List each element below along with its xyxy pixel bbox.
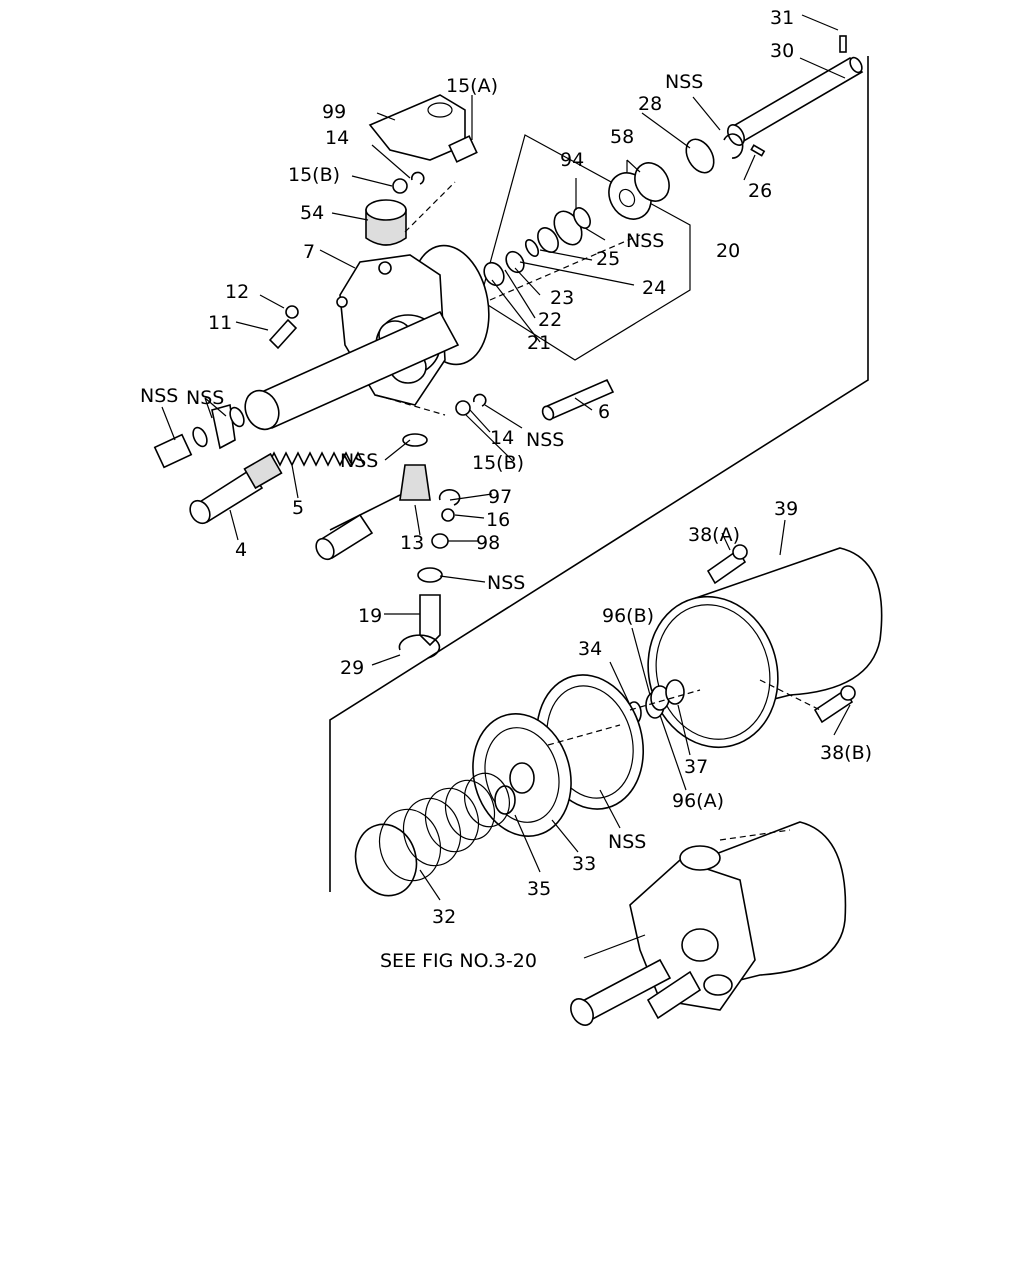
part-15a-nut (448, 135, 478, 163)
label-5: 5 (292, 497, 304, 519)
label-54: 54 (300, 202, 324, 224)
cylinder-left (244, 310, 460, 431)
nss-washer (229, 406, 245, 428)
label-6: 6 (598, 401, 610, 423)
part-58-piston (608, 162, 670, 220)
hidden-line-5 (759, 679, 821, 711)
label-nss-lever: NSS (487, 572, 525, 594)
label-11: 11 (208, 312, 232, 334)
part-39-housing (647, 547, 883, 749)
part-97-clip (438, 489, 461, 506)
label-15a: 15(A) (446, 75, 498, 97)
part-19-lever (417, 567, 443, 647)
label-29: 29 (340, 657, 364, 679)
label-38b: 38(B) (820, 742, 872, 764)
valve-section-outline (329, 56, 869, 892)
part-4-rod (189, 452, 283, 525)
label-16: 16 (486, 509, 510, 531)
label-nss-valve: NSS (626, 230, 664, 252)
label-20: 20 (716, 240, 740, 262)
part-54-cap (365, 199, 407, 246)
label-30: 30 (770, 40, 794, 62)
part-16-pin (441, 508, 455, 522)
label-15b-lower: 15(B) (472, 452, 524, 474)
label-7: 7 (303, 241, 315, 263)
bracket-hole (427, 102, 453, 118)
label-34: 34 (578, 638, 602, 660)
part-30-shaft (727, 35, 864, 146)
nss-clip (723, 133, 744, 159)
part-32-spring (354, 772, 510, 897)
part-15b-nut-lower (455, 400, 471, 416)
part-14-washer-upper (411, 171, 425, 185)
part-13-handle (315, 433, 431, 561)
part-21-washer (483, 261, 505, 287)
part-29-snap-ring (398, 634, 441, 659)
label-31: 31 (770, 7, 794, 29)
label-96a: 96(A) (672, 790, 724, 812)
part-5-spring (267, 451, 365, 467)
label-14-lower: 14 (490, 427, 514, 449)
part-38a-bolt (706, 544, 748, 585)
label-98: 98 (476, 532, 500, 554)
reference-assembly (570, 821, 847, 1026)
label-nss-top-right: NSS (665, 71, 703, 93)
label-21: 21 (527, 332, 551, 354)
label-39: 39 (774, 498, 798, 520)
label-37: 37 (684, 756, 708, 778)
part-38b-bolt (813, 685, 856, 724)
hidden-line-1 (489, 234, 641, 301)
label-4: 4 (235, 539, 247, 561)
label-24: 24 (642, 277, 666, 299)
part-15b-nut-upper (392, 178, 408, 194)
hidden-line-6 (547, 724, 621, 746)
label-58: 58 (610, 126, 634, 148)
label-23: 23 (550, 287, 574, 309)
label-25: 25 (596, 248, 620, 270)
part-26-pin (750, 144, 766, 157)
label-nss-center: NSS (526, 429, 564, 451)
label-26: 26 (748, 180, 772, 202)
part-94-valve (537, 207, 591, 253)
leader-lines (161, 14, 851, 959)
part-35-seal (494, 785, 516, 815)
label-nss-handle: NSS (340, 450, 378, 472)
hidden-line-4 (629, 689, 701, 711)
label-22: 22 (538, 309, 562, 331)
label-32: 32 (432, 906, 456, 928)
hidden-line-2 (375, 394, 446, 416)
part-12-ball (285, 305, 299, 319)
label-97: 97 (488, 486, 512, 508)
part-11-bleeder (268, 318, 298, 350)
label-28: 28 (638, 93, 662, 115)
label-99: 99 (322, 101, 346, 123)
part-23-ring (505, 250, 525, 274)
label-15b-upper: 15(B) (288, 164, 340, 186)
nss-bolt-left (153, 426, 208, 469)
part-25-spring (524, 239, 540, 257)
part-6-pin (541, 378, 615, 421)
hidden-line-7 (719, 829, 791, 841)
label-33: 33 (572, 853, 596, 875)
hidden-line-3 (404, 181, 456, 233)
label-96b: 96(B) (602, 605, 654, 627)
nss-fitting (211, 403, 236, 450)
label-38a: 38(A) (688, 524, 740, 546)
label-13: 13 (400, 532, 424, 554)
part-28-ring (685, 138, 715, 174)
label-nss-diaphragm: NSS (608, 831, 646, 853)
label-see-fig: SEE FIG NO.3-20 (380, 950, 537, 972)
label-nss-left: NSS (186, 387, 224, 409)
label-94: 94 (560, 149, 584, 171)
label-14-upper: 14 (325, 127, 349, 149)
part-98-nut (431, 533, 449, 549)
label-nss-bolt: NSS (140, 385, 178, 407)
label-19: 19 (358, 605, 382, 627)
label-35: 35 (527, 878, 551, 900)
part-14-washer-lower (473, 393, 487, 407)
label-12: 12 (225, 281, 249, 303)
part-37-nut (665, 679, 685, 705)
